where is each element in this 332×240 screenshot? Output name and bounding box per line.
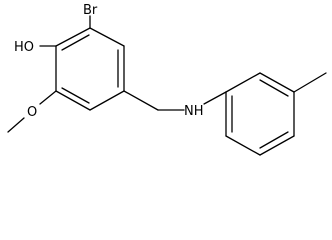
atom-label-br: Br	[83, 3, 98, 18]
bond-ring2-c4-c5	[259, 135, 295, 156]
toluidine-ring	[225, 72, 295, 156]
double-bond-ring1-a	[61, 34, 90, 51]
molecule-diagram: Br HO O NH	[7, 3, 327, 156]
double-bond-ring1-c	[61, 87, 90, 104]
bond-ring2-c1-c2	[225, 72, 261, 93]
phenol-ring	[55, 27, 125, 111]
atom-label-nh: NH	[184, 104, 204, 119]
bond-ring1-c2-c3	[89, 27, 125, 47]
bond-ring1-c1-c2	[55, 27, 91, 47]
atom-label-o: O	[27, 105, 37, 120]
double-bond-ring2-b	[259, 131, 289, 149]
bond-ring-ch2	[123, 90, 159, 111]
bond-ring1-c5-c6	[55, 90, 91, 111]
bond-n-aryl	[203, 91, 227, 105]
atom-label-ho: HO	[14, 40, 34, 55]
structure-drawing: Br HO O NH	[7, 3, 327, 156]
bond-ring2-c2-c3	[259, 72, 295, 93]
bond-c-ome	[39, 90, 57, 105]
bond-ring2-methyl	[293, 72, 327, 93]
double-bond-ring2-a	[259, 79, 289, 97]
bond-ring2-c5-c6	[225, 135, 261, 156]
bond-o-methyl	[7, 117, 25, 133]
bond-ring1-c4-c5	[89, 90, 125, 111]
